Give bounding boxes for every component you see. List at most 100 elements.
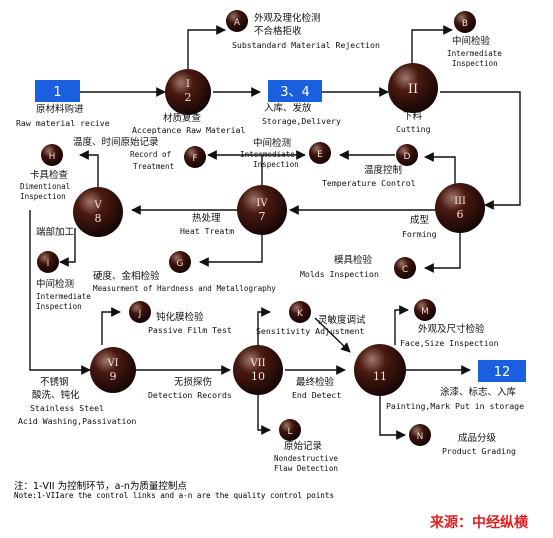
step-5-zh-label: 下料 xyxy=(403,111,423,122)
arrow-5-to-6 xyxy=(440,91,521,210)
step-2-ball: I 2 xyxy=(165,69,211,115)
point-f-letter: F xyxy=(192,154,197,164)
step-7-zh-label: 热处理 xyxy=(192,213,221,224)
point-i-zh-label: 中间检测 xyxy=(36,279,75,290)
arrow-7-to-g xyxy=(199,235,263,267)
legend-note-zh: 注：1-VII 为控制环节，a-n为质量控制点 xyxy=(14,481,187,492)
point-h: H xyxy=(41,144,63,166)
point-i-en-label-1: Intermediate xyxy=(36,292,91,301)
step-6-ball: III 6 xyxy=(435,183,485,233)
step-12-zh-label: 涂漆、标志、入库 xyxy=(440,387,517,398)
point-m: M xyxy=(414,299,436,321)
step-11-en-label: End Detect xyxy=(292,390,342,400)
point-f-zh-label: 温度、时间原始记录 xyxy=(73,137,159,148)
arrow-2-to-a xyxy=(187,25,226,70)
arrow-8-to-9 xyxy=(29,210,91,375)
step-8-ball: V 8 xyxy=(73,187,123,237)
point-h-zh-label: 卡具检查 xyxy=(30,170,69,181)
step-9-en-label-1: Stainless Steel xyxy=(30,403,104,413)
step-8-zh-label: 端部加工 xyxy=(36,227,75,238)
point-e-en-label-2: Inspection xyxy=(253,160,299,169)
point-g-letter: G xyxy=(177,259,184,269)
step-12-en-label: Painting,Mark Put in storage xyxy=(386,401,525,411)
step-1-zh-label: 原材料购进 xyxy=(36,104,84,115)
step-10-zh-label: 无损探伤 xyxy=(174,377,213,388)
step-34-en-label: Storage,Delivery xyxy=(262,116,341,126)
point-g-en-label: Measurment of Hardness and Metallography xyxy=(93,284,276,293)
step-11-zh-label: 最终检验 xyxy=(296,377,335,388)
point-d: D xyxy=(396,144,418,166)
point-m-zh-label: 外观及尺寸检验 xyxy=(418,324,485,335)
step-10-number: 10 xyxy=(251,370,265,383)
point-b-letter: B xyxy=(462,19,468,29)
point-a-zh-label-1: 外观及理化检测 xyxy=(254,13,321,24)
point-a-en-label: Substandard Material Rejection xyxy=(232,40,380,50)
point-b-en-label-2: Inspection xyxy=(452,59,498,68)
point-d-en-label: Temperature Control xyxy=(322,178,416,188)
step-9-zh-label-1: 不锈钢 xyxy=(40,377,69,388)
point-j-zh-label: 钝化膜检验 xyxy=(156,312,204,323)
point-l-en-label-1: Nondestructive xyxy=(274,454,339,463)
arrow-6-to-c xyxy=(424,228,461,273)
point-e-zh-label: 中间检测 xyxy=(253,138,292,149)
step-9-roman: VI xyxy=(106,358,118,369)
step-7-number: 7 xyxy=(259,210,266,223)
point-m-en-label: Face,Size Inspection xyxy=(400,338,499,348)
point-j-en-label: Passive Film Test xyxy=(148,325,232,335)
point-h-en-label-1: Dimentional xyxy=(20,182,71,191)
step-12-box: 12 xyxy=(478,360,526,382)
step-10-ball: VII 10 xyxy=(233,345,283,395)
step-9-en-label-2: Acid Washing,Passivation xyxy=(18,416,137,426)
point-j: J xyxy=(129,301,151,323)
step-6-number: 6 xyxy=(457,208,464,221)
step-11-number: 11 xyxy=(373,370,387,383)
step-7-roman: IV xyxy=(256,198,268,209)
arrow-5-to-b xyxy=(411,25,453,70)
step-10-roman: VII xyxy=(249,358,265,369)
arrow-6-to-d xyxy=(424,152,456,195)
step-6-roman: III xyxy=(454,196,466,207)
point-l-letter: L xyxy=(287,427,292,437)
point-n-zh-label: 成品分级 xyxy=(458,433,497,444)
arrow-k-to-11 xyxy=(314,317,351,353)
arrow-10-to-l xyxy=(257,395,271,435)
source-credit: 来源：中经纵横 xyxy=(430,515,528,531)
point-g: G xyxy=(169,251,191,273)
arrow-8-to-h xyxy=(79,150,99,188)
legend-note-en: Note:1-VIIare the control links and a-n … xyxy=(14,491,335,500)
point-f: F xyxy=(184,146,206,168)
point-e: E xyxy=(309,142,331,164)
point-d-zh-label: 温度控制 xyxy=(364,165,403,176)
point-c-zh-label: 模具检验 xyxy=(334,255,373,266)
arrow-10-to-k xyxy=(257,307,271,345)
step-10-en-label: Detection Records xyxy=(148,390,232,400)
step-9-zh-label-2: 酸洗、钝化 xyxy=(32,390,80,401)
arrow-9-to-j xyxy=(101,307,121,345)
point-l-en-label-2: Flaw Detection xyxy=(274,464,339,473)
step-2-zh-label: 材质复查 xyxy=(163,113,202,124)
step-7-ball: IV 7 xyxy=(237,185,287,235)
step-5-en-label: Cutting xyxy=(396,124,431,134)
point-l-zh-label: 原始记录 xyxy=(284,441,323,452)
point-c-en-label: Molds Inspection xyxy=(300,269,379,279)
step-6-zh-label: 成型 xyxy=(410,215,430,226)
step-12-number: 12 xyxy=(494,365,511,380)
step-34-number: 3、4 xyxy=(280,85,310,100)
step-1-box: 1 xyxy=(35,80,80,102)
step-8-roman: V xyxy=(93,200,102,211)
point-a-letter: A xyxy=(234,18,241,28)
step-6-en-label: Forming xyxy=(402,229,437,239)
point-m-letter: M xyxy=(421,307,429,317)
point-e-en-label-1: Intermediate xyxy=(240,150,295,159)
point-f-en-label-1: Record of xyxy=(130,150,172,159)
point-a-zh-label-2: 不合格拒收 xyxy=(254,26,302,37)
step-5-roman: II xyxy=(408,82,418,97)
point-l: L xyxy=(279,419,301,441)
step-7-en-label: Heat Treatm xyxy=(180,226,235,236)
point-i-en-label-2: Inspection xyxy=(36,302,82,311)
step-8-number: 8 xyxy=(95,212,102,225)
connector-lines xyxy=(29,25,521,440)
point-k: K xyxy=(289,301,311,323)
point-j-letter: J xyxy=(138,309,142,319)
point-k-en-label: Sensitivity Adjustment xyxy=(256,326,365,336)
